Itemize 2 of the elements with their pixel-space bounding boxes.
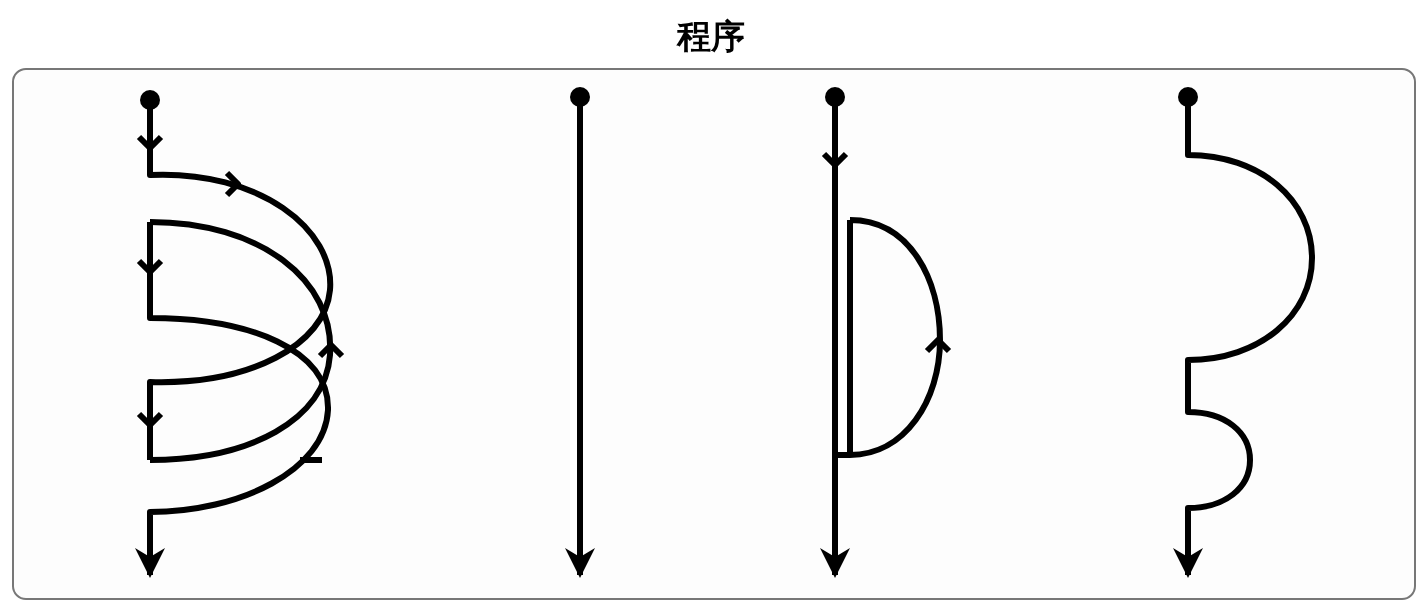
panel-heading: 程序 <box>676 15 745 58</box>
panel-frame <box>12 68 1416 600</box>
